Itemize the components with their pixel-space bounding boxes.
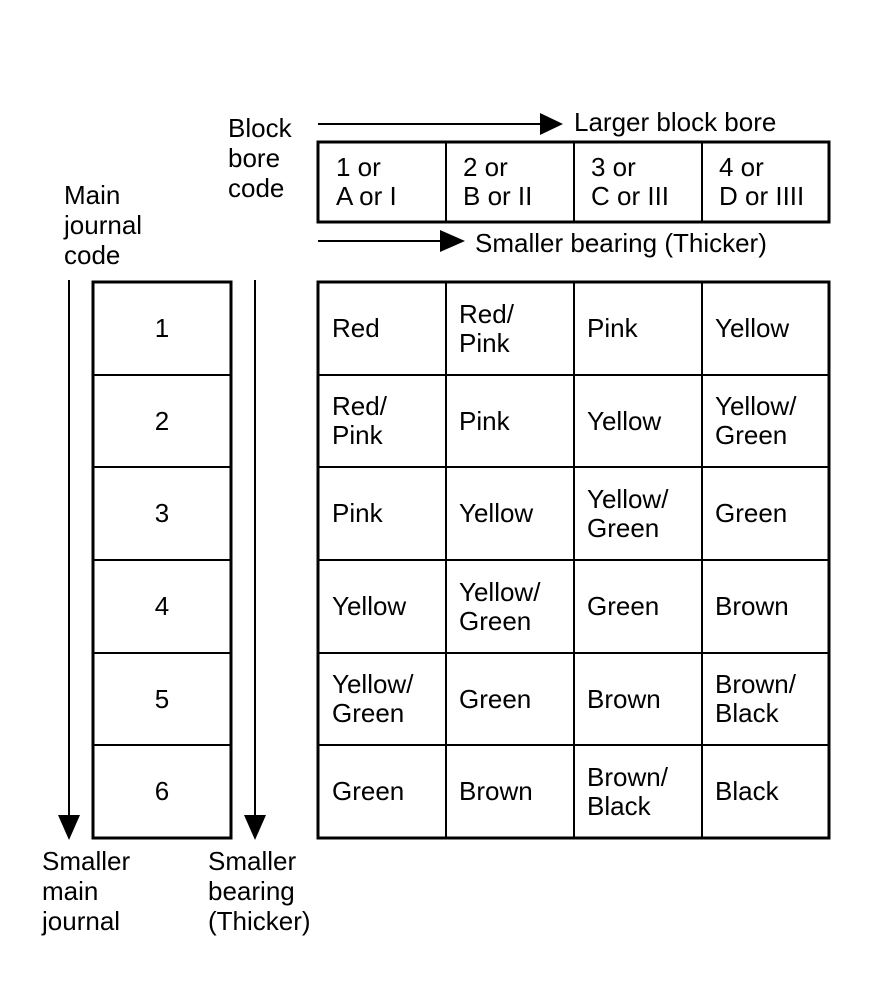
bearing-color-cell: Brown/ Black	[587, 761, 668, 821]
bearing-color-cell: Red/ Pink	[459, 298, 514, 358]
smaller-main-journal-label: Smaller main journal	[42, 846, 131, 936]
bearing-color-cell: Green	[459, 683, 532, 714]
bearing-color-cell: Yellow/ Green	[332, 669, 414, 728]
bearing-color-cell: Yellow	[332, 591, 407, 621]
bore-code-cell: 2 or B or II	[463, 152, 533, 211]
main-journal-code-label: Main journal code	[64, 180, 143, 270]
journal-code-cell: 2	[154, 405, 170, 436]
bearing-color-cell: Green	[715, 498, 788, 528]
bearing-color-cell: Brown	[715, 591, 789, 621]
bearing-color-cell: Pink	[587, 313, 638, 343]
bearing-color-cell: Red	[332, 313, 380, 343]
journal-code-cell: 4	[154, 591, 170, 621]
bearing-color-cell: Yellow/ Green	[715, 391, 797, 450]
larger-block-bore-label: Larger block bore	[574, 107, 777, 137]
bearing-color-cell: Black	[715, 776, 779, 806]
bearing-color-cell: Yellow/ Green	[459, 576, 541, 636]
bearing-color-cell: Yellow/ Green	[587, 483, 669, 543]
bearing-color-cell: Yellow	[715, 313, 790, 343]
smaller-main-journal-arrow	[58, 280, 80, 840]
bearing-color-cell: Green	[587, 591, 660, 621]
smaller-bearing-top-label: Smaller bearing (Thicker)	[475, 228, 767, 258]
bearing-color-cell: Brown	[459, 776, 533, 806]
bore-code-cell: 4 or D or IIII	[719, 152, 805, 211]
larger-block-bore-arrow	[318, 113, 563, 135]
bearing-color-cell: Yellow	[587, 405, 662, 436]
bearing-color-cell: Brown/ Black	[715, 669, 796, 728]
smaller-bearing-bottom-label: Smaller bearing (Thicker)	[208, 846, 311, 936]
journal-code-cell: 6	[154, 776, 170, 806]
smaller-bearing-top-arrow	[318, 230, 465, 252]
bore-code-cell: 1 or A or I	[336, 152, 397, 211]
bearing-color-cell: Red/ Pink	[332, 391, 387, 450]
journal-code-cell: 3	[154, 498, 170, 528]
bearing-color-cell: Pink	[459, 405, 510, 436]
bearing-color-cell: Green	[332, 776, 405, 806]
journal-code-cell: 5	[154, 683, 170, 714]
bearing-color-cell: Pink	[332, 498, 383, 528]
bore-code-cell: 3 or C or III	[591, 152, 670, 211]
block-bore-code-label: Block bore code	[228, 113, 292, 203]
bearing-color-cell: Brown	[587, 683, 661, 714]
bearing-color-cell: Yellow	[459, 498, 534, 528]
journal-code-cell: 1	[154, 313, 170, 343]
smaller-bearing-bottom-arrow	[244, 280, 266, 840]
